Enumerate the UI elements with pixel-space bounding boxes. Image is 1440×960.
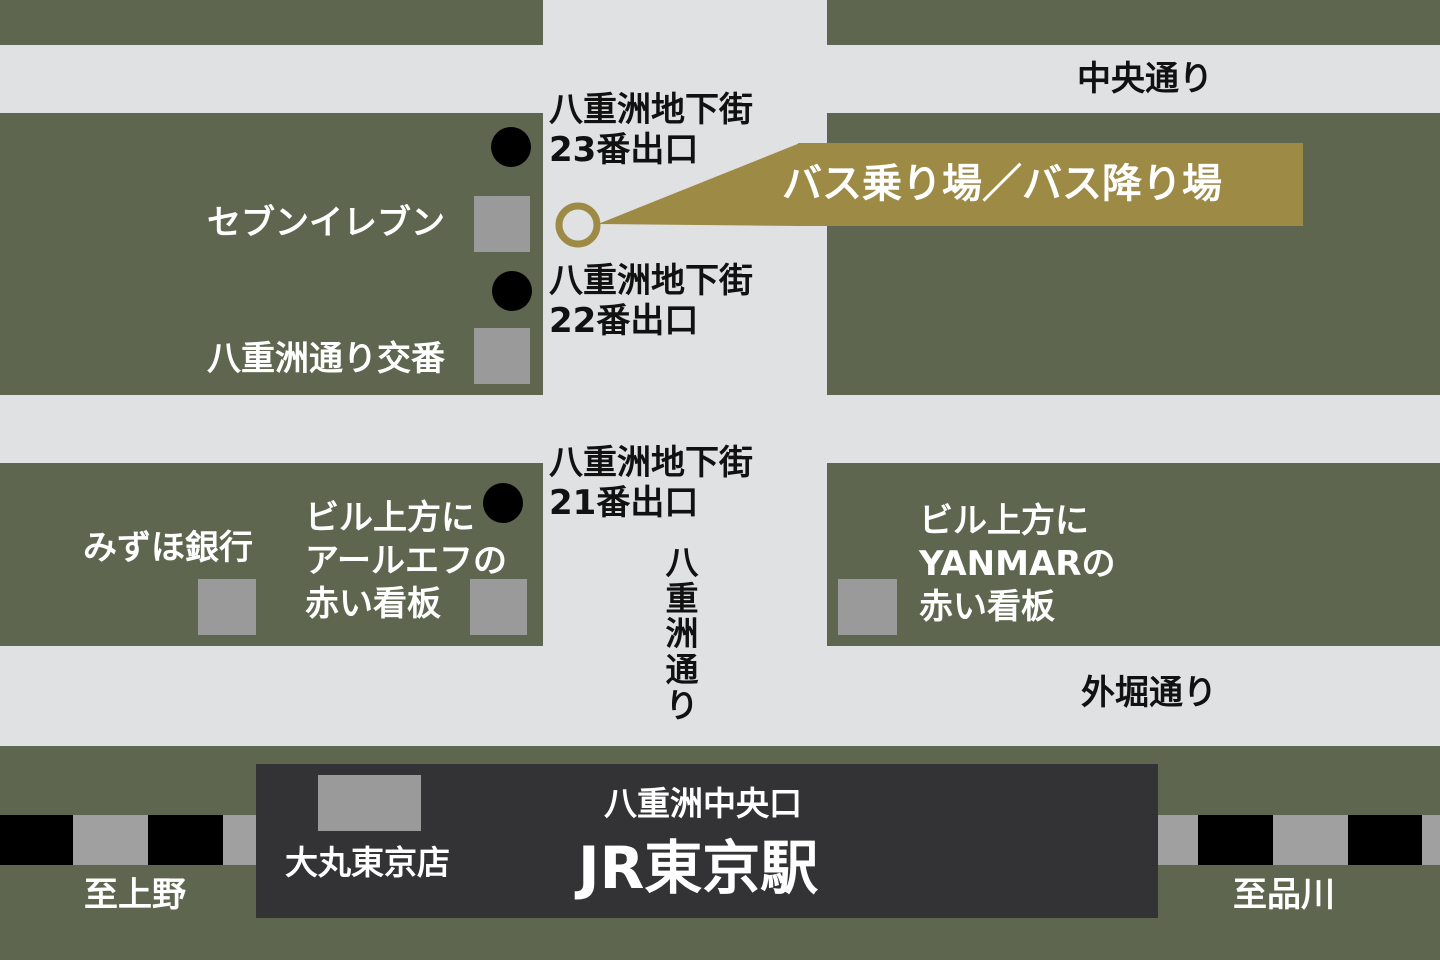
road-chuo-dori bbox=[0, 45, 1440, 113]
rf-sign-label: ビル上方に アールエフの 赤い看板 bbox=[305, 497, 507, 627]
daimaru-marker bbox=[318, 775, 421, 831]
railway-segment bbox=[1273, 815, 1348, 865]
to-ueno-label: 至上野 bbox=[84, 875, 186, 915]
exit-23-line1: 八重洲地下街 bbox=[549, 90, 753, 130]
bus-stop-banner bbox=[798, 143, 1303, 226]
railway-segment bbox=[0, 815, 73, 865]
railway-segment bbox=[148, 815, 223, 865]
railway-segment bbox=[223, 815, 256, 865]
rf-building-marker bbox=[470, 579, 527, 635]
yanmar-sign-label: ビル上方に YANMARの 赤い看板 bbox=[919, 500, 1115, 630]
mizuho-bank-marker bbox=[198, 579, 256, 635]
railway-segment bbox=[1348, 815, 1422, 865]
road-sotobori-dori bbox=[0, 646, 1440, 746]
yanmar-sign-line2: YANMARの bbox=[919, 544, 1116, 585]
exit-21-line1: 八重洲地下街 bbox=[549, 443, 753, 483]
sotobori-dori-label: 外堀通り bbox=[1081, 673, 1217, 713]
station-name: JR東京駅 bbox=[578, 834, 819, 902]
exit-23-marker bbox=[491, 127, 531, 167]
yanmar-sign-line1: ビル上方に bbox=[919, 501, 1089, 541]
seven-eleven-label: セブンイレブン bbox=[207, 203, 445, 243]
rf-sign-line1: ビル上方に bbox=[305, 498, 475, 538]
station-exit-label: 八重洲中央口 bbox=[604, 784, 802, 823]
exit-22-line1: 八重洲地下街 bbox=[549, 261, 753, 301]
exit-21-label: 八重洲地下街 21番出口 bbox=[549, 443, 753, 523]
railway-segment bbox=[1158, 815, 1198, 865]
bus-stop-marker bbox=[555, 202, 601, 248]
police-box-marker bbox=[474, 328, 530, 384]
bus-stop-label: バス乗り場／バス降り場 bbox=[782, 161, 1222, 207]
exit-23-line2: 23番出口 bbox=[549, 130, 699, 171]
rf-sign-line2: アールエフの bbox=[305, 541, 507, 582]
exit-22-marker bbox=[492, 271, 532, 311]
exit-22-label: 八重洲地下街 22番出口 bbox=[549, 261, 753, 341]
to-shinagawa-label: 至品川 bbox=[1233, 875, 1335, 915]
exit-23-label: 八重洲地下街 23番出口 bbox=[549, 90, 753, 170]
police-box-label: 八重洲通り交番 bbox=[207, 339, 445, 379]
bus-stop-pointer bbox=[598, 143, 800, 226]
yanmar-sign-line3: 赤い看板 bbox=[919, 587, 1055, 628]
road-yaesu-dori-vertical bbox=[543, 0, 827, 746]
yanmar-building-marker bbox=[838, 579, 897, 635]
daimaru-label: 大丸東京店 bbox=[285, 843, 450, 882]
road-middle-horizontal bbox=[0, 395, 1440, 463]
railway-segment bbox=[73, 815, 148, 865]
railway-segment bbox=[1422, 815, 1440, 865]
chuo-dori-label: 中央通り bbox=[1077, 59, 1213, 99]
rf-sign-line3: 赤い看板 bbox=[305, 584, 441, 625]
seven-eleven-marker bbox=[474, 196, 530, 252]
railway-segment bbox=[1198, 815, 1273, 865]
mizuho-bank-label: みずほ銀行 bbox=[83, 528, 253, 568]
yaesu-dori-label: 八重洲通り bbox=[665, 543, 699, 725]
exit-22-line2: 22番出口 bbox=[549, 301, 699, 342]
exit-21-line2: 21番出口 bbox=[549, 483, 699, 524]
exit-21-marker bbox=[483, 483, 523, 523]
